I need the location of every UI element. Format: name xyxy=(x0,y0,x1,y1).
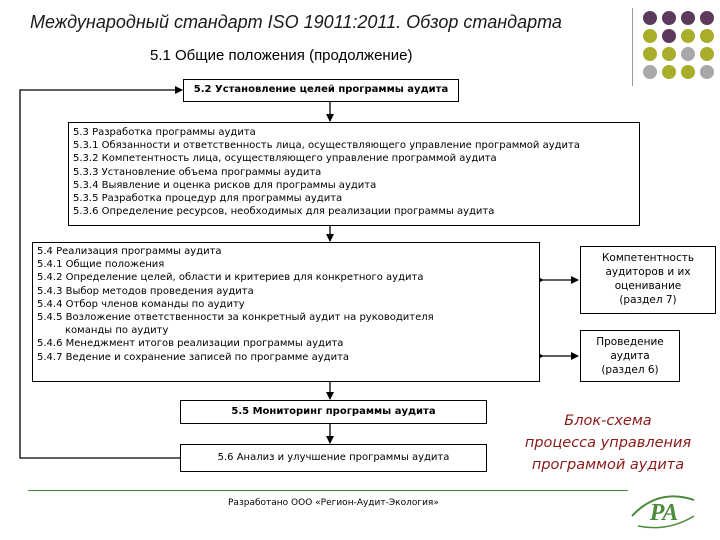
feedback-loop-line xyxy=(19,86,183,459)
box-5-4-program-implementation: 5.4 Реализация программы аудита 5.4.1 Об… xyxy=(32,242,540,382)
decorative-dot xyxy=(662,29,676,43)
box-5-4-line: 5.4.7 Ведение и сохранение записей по пр… xyxy=(37,351,350,363)
decorative-dot xyxy=(681,11,695,25)
box-5-3-line: 5.3.6 Определение ресурсов, необходимых … xyxy=(73,206,495,218)
box-5-4-line: 5.4 Реализация программы аудита xyxy=(37,246,222,257)
decorative-dot xyxy=(643,65,657,79)
decorative-dot xyxy=(643,47,657,61)
company-logo-icon: РА xyxy=(631,495,695,529)
side-box-audit-conduct: Проведение аудита (раздел 6) xyxy=(580,330,680,382)
side-box-line: (раздел 7) xyxy=(619,294,677,306)
footer-credit: Разработано ООО «Регион-Аудит-Экология» xyxy=(228,498,439,508)
side-box-line: (раздел 6) xyxy=(601,364,659,376)
box-5-4-line: 5.4.3 Выбор методов проведения аудита xyxy=(37,285,254,297)
diagram-caption: Блок-схема процесса управления программо… xyxy=(508,410,708,476)
box-5-3-line: 5.3 Разработка программы аудита xyxy=(73,127,256,138)
box-5-3-line: 5.3.1 Обязанности и ответственность лица… xyxy=(73,140,580,152)
decorative-dot xyxy=(700,11,714,25)
box-5-4-line: 5.4.6 Менеджмент итогов реализации прогр… xyxy=(37,338,344,350)
decorative-dot xyxy=(662,65,676,79)
page-subtitle: 5.1 Общие положения (продолжение) xyxy=(150,47,413,64)
decorative-dot-grid xyxy=(643,11,714,79)
decorative-dot xyxy=(681,47,695,61)
caption-line: Блок-схема xyxy=(564,413,652,429)
decorative-dot xyxy=(643,29,657,43)
logo-lettering: РА xyxy=(649,500,679,526)
box-5-4-line: 5.4.5 Возложение ответственности за конк… xyxy=(37,312,434,324)
decorative-dot xyxy=(700,65,714,79)
box-5-3-line: 5.3.2 Компетентность лица, осуществляюще… xyxy=(73,153,497,165)
caption-line: процесса управления xyxy=(524,435,692,451)
decorative-dot xyxy=(681,65,695,79)
side-box-line: Компетентность xyxy=(601,252,695,264)
box-5-3-line: 5.3.4 Выявление и оценка рисков для прог… xyxy=(73,179,377,191)
page-title: Международный стандарт ISO 19011:2011. О… xyxy=(30,12,562,32)
decorative-dot xyxy=(700,47,714,61)
caption-line: программой аудита xyxy=(531,457,685,473)
decorative-dot xyxy=(662,11,676,25)
box-5-3-line: 5.3.5 Разработка процедур для программы … xyxy=(73,193,343,205)
decorative-dot xyxy=(662,47,676,61)
side-box-line: оценивание xyxy=(614,280,682,292)
box-5-5-monitoring: 5.5 Мониторинг программы аудита xyxy=(180,400,487,424)
box-5-4-line: 5.4.4 Отбор членов команды по аудиту xyxy=(37,298,245,310)
box-5-6-review: 5.6 Анализ и улучшение программы аудита xyxy=(180,444,487,472)
header-divider xyxy=(632,8,633,86)
footer-divider xyxy=(28,490,628,491)
decorative-dot xyxy=(643,11,657,25)
decorative-dot xyxy=(700,29,714,43)
box-5-2-objectives: 5.2 Установление целей программы аудита xyxy=(183,79,459,102)
box-5-4-line: команды по аудиту xyxy=(65,325,169,337)
box-5-4-line: 5.4.2 Определение целей, области и крите… xyxy=(37,272,424,284)
box-5-4-line: 5.4.1 Общие положения xyxy=(37,259,165,271)
side-box-line: аудита xyxy=(610,350,650,362)
side-box-line: Проведение xyxy=(596,336,664,348)
box-5-3-program-development: 5.3 Разработка программы аудита 5.3.1 Об… xyxy=(68,122,640,226)
side-box-line: аудиторов и их xyxy=(605,266,691,278)
side-box-auditor-competence: Компетентность аудиторов и их оценивание… xyxy=(580,246,716,314)
decorative-dot xyxy=(681,29,695,43)
box-5-3-line: 5.3.3 Установление объема программы ауди… xyxy=(73,166,322,178)
